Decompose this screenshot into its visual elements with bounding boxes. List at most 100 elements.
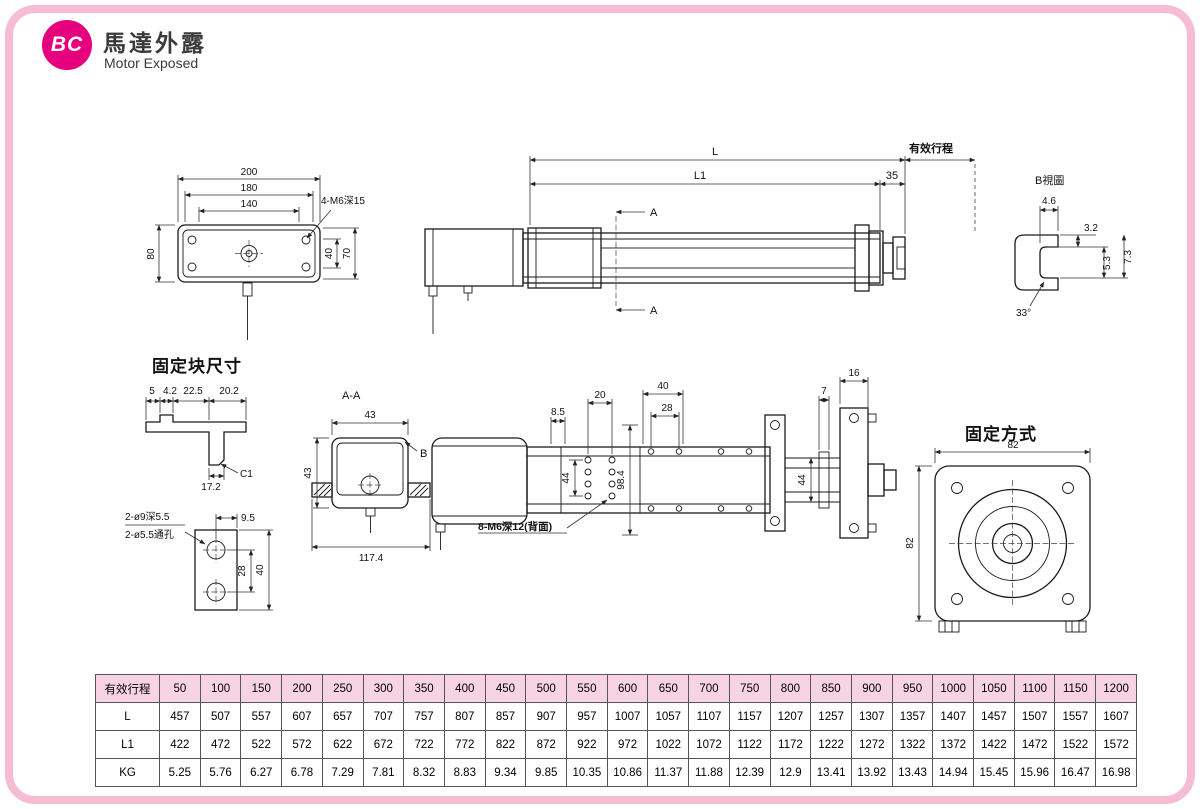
value-cell: 10.86 (606, 758, 649, 787)
stroke-header-cell: 200 (281, 674, 323, 703)
stroke-header-cell: 600 (606, 674, 649, 703)
block2-callouts: 2-ø9深5.5 2-ø5.5通孔 (125, 511, 206, 545)
stroke-header-cell: 1150 (1054, 674, 1097, 703)
stroke-header-cell: 150 (240, 674, 283, 703)
stroke-header-cell: 1200 (1095, 674, 1137, 703)
value-cell: 872 (525, 730, 568, 759)
dim-7: 7 (821, 386, 827, 397)
stroke-header-cell: 400 (443, 674, 486, 703)
value-cell: 657 (321, 702, 364, 731)
stroke-header-cell: 250 (321, 674, 364, 703)
dim-40: 40 (657, 381, 669, 392)
value-cell: 12.39 (728, 758, 771, 787)
row-label-cell: KG (95, 758, 160, 787)
dim-44-right: 44 (797, 474, 808, 486)
b-arrow-label: B (420, 448, 427, 460)
value-cell: 1022 (647, 730, 690, 759)
dim-80: 80 (146, 248, 157, 260)
dim-7-3: 7.3 (1123, 250, 1134, 264)
value-cell: 1557 (1054, 702, 1097, 731)
value-cell: 5.76 (199, 758, 242, 787)
dim-40: 40 (255, 564, 266, 576)
dim-4-6: 4.6 (1042, 196, 1056, 207)
stroke-header-cell: 1050 (973, 674, 1015, 703)
value-cell: 757 (403, 702, 445, 731)
value-cell: 7.81 (362, 758, 405, 787)
dim-5: 5 (149, 386, 155, 397)
stroke-header-cell: 50 (159, 674, 201, 703)
value-cell: 707 (362, 702, 405, 731)
value-cell: 922 (566, 730, 608, 759)
block1-dimensions: 5 4.2 22.5 20.2 17.2 C1 (145, 386, 253, 493)
dim-22-5: 22.5 (183, 386, 203, 397)
fixing-block-title: 固定块尺寸 (152, 357, 242, 376)
value-cell: 772 (443, 730, 486, 759)
value-cell: 622 (321, 730, 364, 759)
value-cell: 1157 (728, 702, 771, 731)
dim-40: 40 (324, 248, 335, 260)
dim-9-5: 9.5 (241, 513, 255, 524)
value-cell: 972 (606, 730, 649, 759)
plan-outline (431, 407, 897, 550)
value-cell: 16.98 (1095, 758, 1137, 787)
stroke-header-cell: 350 (403, 674, 445, 703)
dim-140: 140 (241, 199, 258, 210)
dim-17-2: 17.2 (201, 482, 221, 493)
value-cell: 607 (281, 702, 323, 731)
aa-section-view: A-A B 43 43 (303, 390, 431, 564)
value-cell: 1572 (1095, 730, 1137, 759)
dim-L1: L1 (694, 170, 706, 182)
dim-43-left: 43 (303, 467, 314, 479)
actuator-side-view: L L1 35 有效行程 A A (424, 141, 976, 334)
dim-180: 180 (241, 183, 258, 194)
plate-dimensions: 200 180 140 80 40 70 4-M6深15 (146, 167, 365, 283)
value-cell: 1472 (1013, 730, 1056, 759)
value-cell: 572 (281, 730, 323, 759)
page-subtitle: Motor Exposed (104, 55, 199, 71)
dim-angle-33: 33° (1016, 308, 1031, 319)
value-cell: 1207 (769, 702, 812, 731)
value-cell: 10.35 (566, 758, 608, 787)
dim-82-left: 82 (905, 537, 916, 549)
dim-8-5: 8.5 (551, 407, 565, 418)
value-cell: 13.92 (850, 758, 893, 787)
stroke-header-cell: 950 (891, 674, 934, 703)
section-a-bottom: A (650, 305, 658, 317)
value-cell: 13.41 (810, 758, 852, 787)
value-cell: 507 (199, 702, 242, 731)
value-cell: 857 (484, 702, 527, 731)
stroke-header-cell: 100 (199, 674, 242, 703)
value-cell: 9.85 (525, 758, 568, 787)
mount-outline (934, 465, 1091, 633)
stroke-header-cell: 650 (647, 674, 690, 703)
value-cell: 807 (443, 702, 486, 731)
chamfer-c1: C1 (240, 469, 253, 480)
stroke-header-cell: 1000 (932, 674, 975, 703)
side-outline (424, 224, 906, 334)
value-cell: 16.47 (1054, 758, 1097, 787)
dim-20-2: 20.2 (219, 386, 239, 397)
dim-117-4: 117.4 (359, 553, 384, 564)
stroke-header-cell: 750 (728, 674, 771, 703)
stroke-header-cell: 800 (769, 674, 812, 703)
aa-title: A-A (342, 390, 361, 402)
dim-5-3: 5.3 (1102, 256, 1113, 270)
table-corner-cell: 有效行程 (95, 674, 160, 703)
value-cell: 1007 (606, 702, 649, 731)
b-view-dimensions: 4.6 3.2 5.3 7.3 33° (1016, 196, 1134, 319)
value-cell: 15.96 (1013, 758, 1056, 787)
fixing-block-profile: 5 4.2 22.5 20.2 17.2 C1 (145, 386, 253, 493)
value-cell: 7.29 (321, 758, 364, 787)
stroke-header-cell: 300 (362, 674, 405, 703)
value-cell: 722 (403, 730, 445, 759)
value-cell: 1172 (769, 730, 812, 759)
value-cell: 1607 (1095, 702, 1137, 731)
b-view-title: B視圖 (1035, 173, 1064, 187)
stroke-header-cell: 850 (810, 674, 852, 703)
value-cell: 6.27 (240, 758, 283, 787)
stroke-header-cell: 500 (525, 674, 568, 703)
